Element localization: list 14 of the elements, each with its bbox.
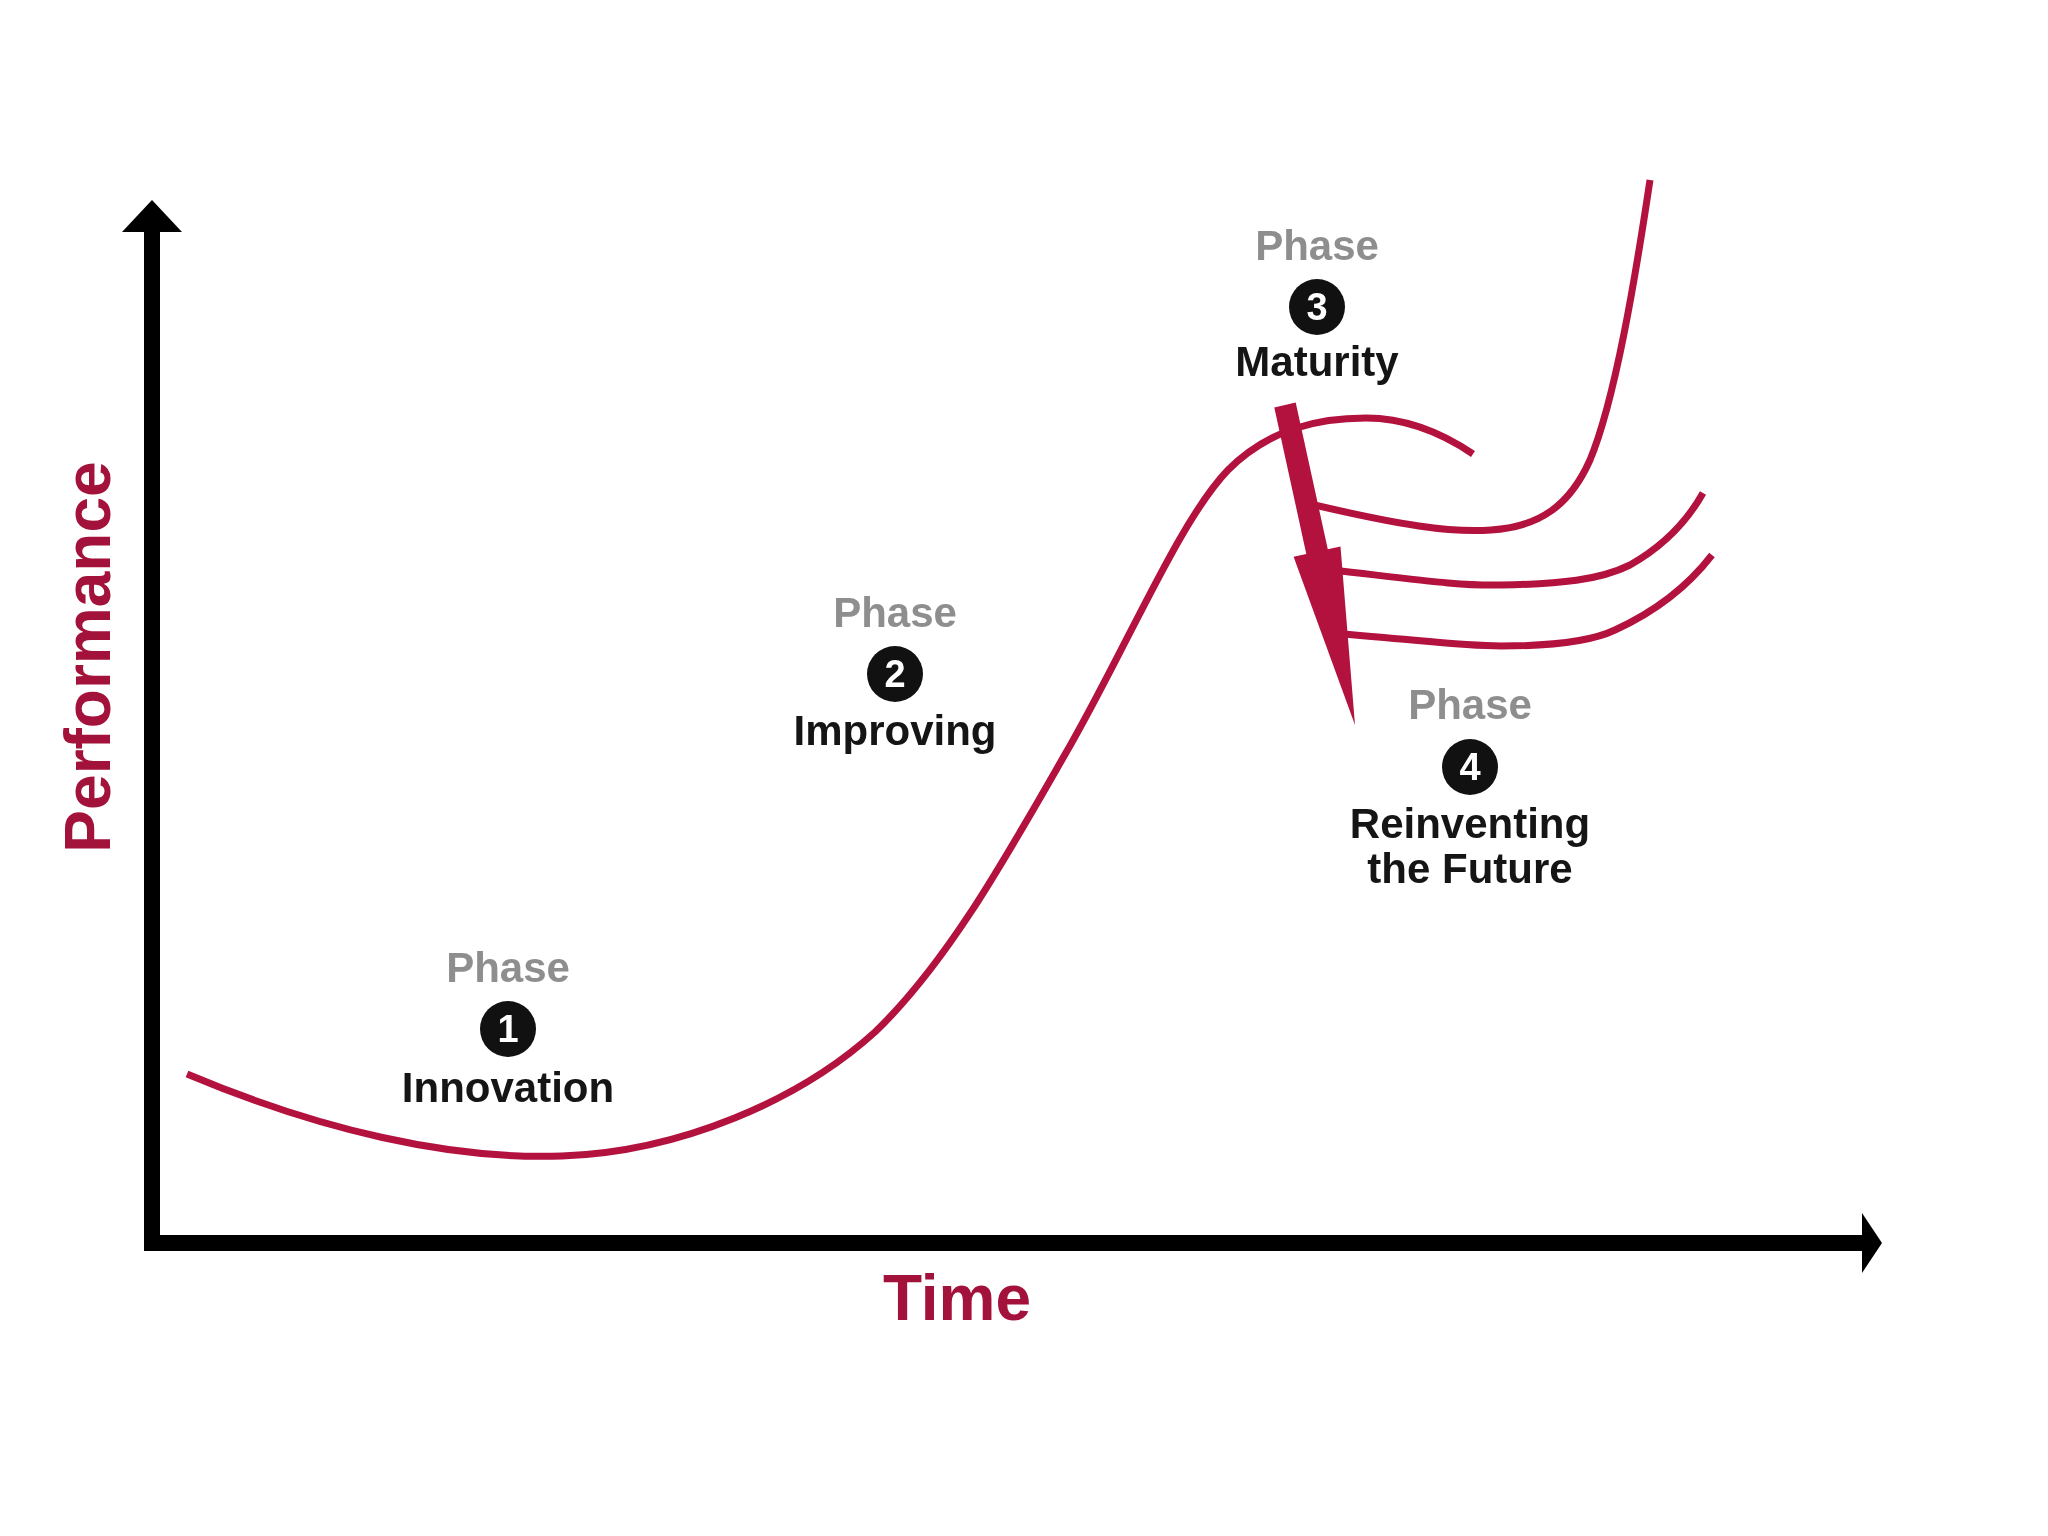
- callout-number: 1: [480, 1001, 536, 1057]
- callout-number: 4: [1442, 739, 1498, 795]
- phase-label: Phase: [1408, 684, 1532, 726]
- phase-name: Innovation: [401, 1065, 615, 1111]
- axis-title: Time: [882, 1266, 1032, 1330]
- callout-number: 2: [867, 646, 923, 702]
- callout-number: 3: [1289, 279, 1345, 335]
- axis-title: Performance: [56, 461, 120, 853]
- phase-label: Phase: [446, 947, 570, 989]
- phase-name: Improving: [793, 708, 997, 754]
- phase-label: Phase: [833, 592, 957, 634]
- phase-label: Phase: [1255, 225, 1379, 267]
- phase-name: Reinventing the Future: [1348, 800, 1592, 892]
- phase-name: Maturity: [1235, 339, 1399, 385]
